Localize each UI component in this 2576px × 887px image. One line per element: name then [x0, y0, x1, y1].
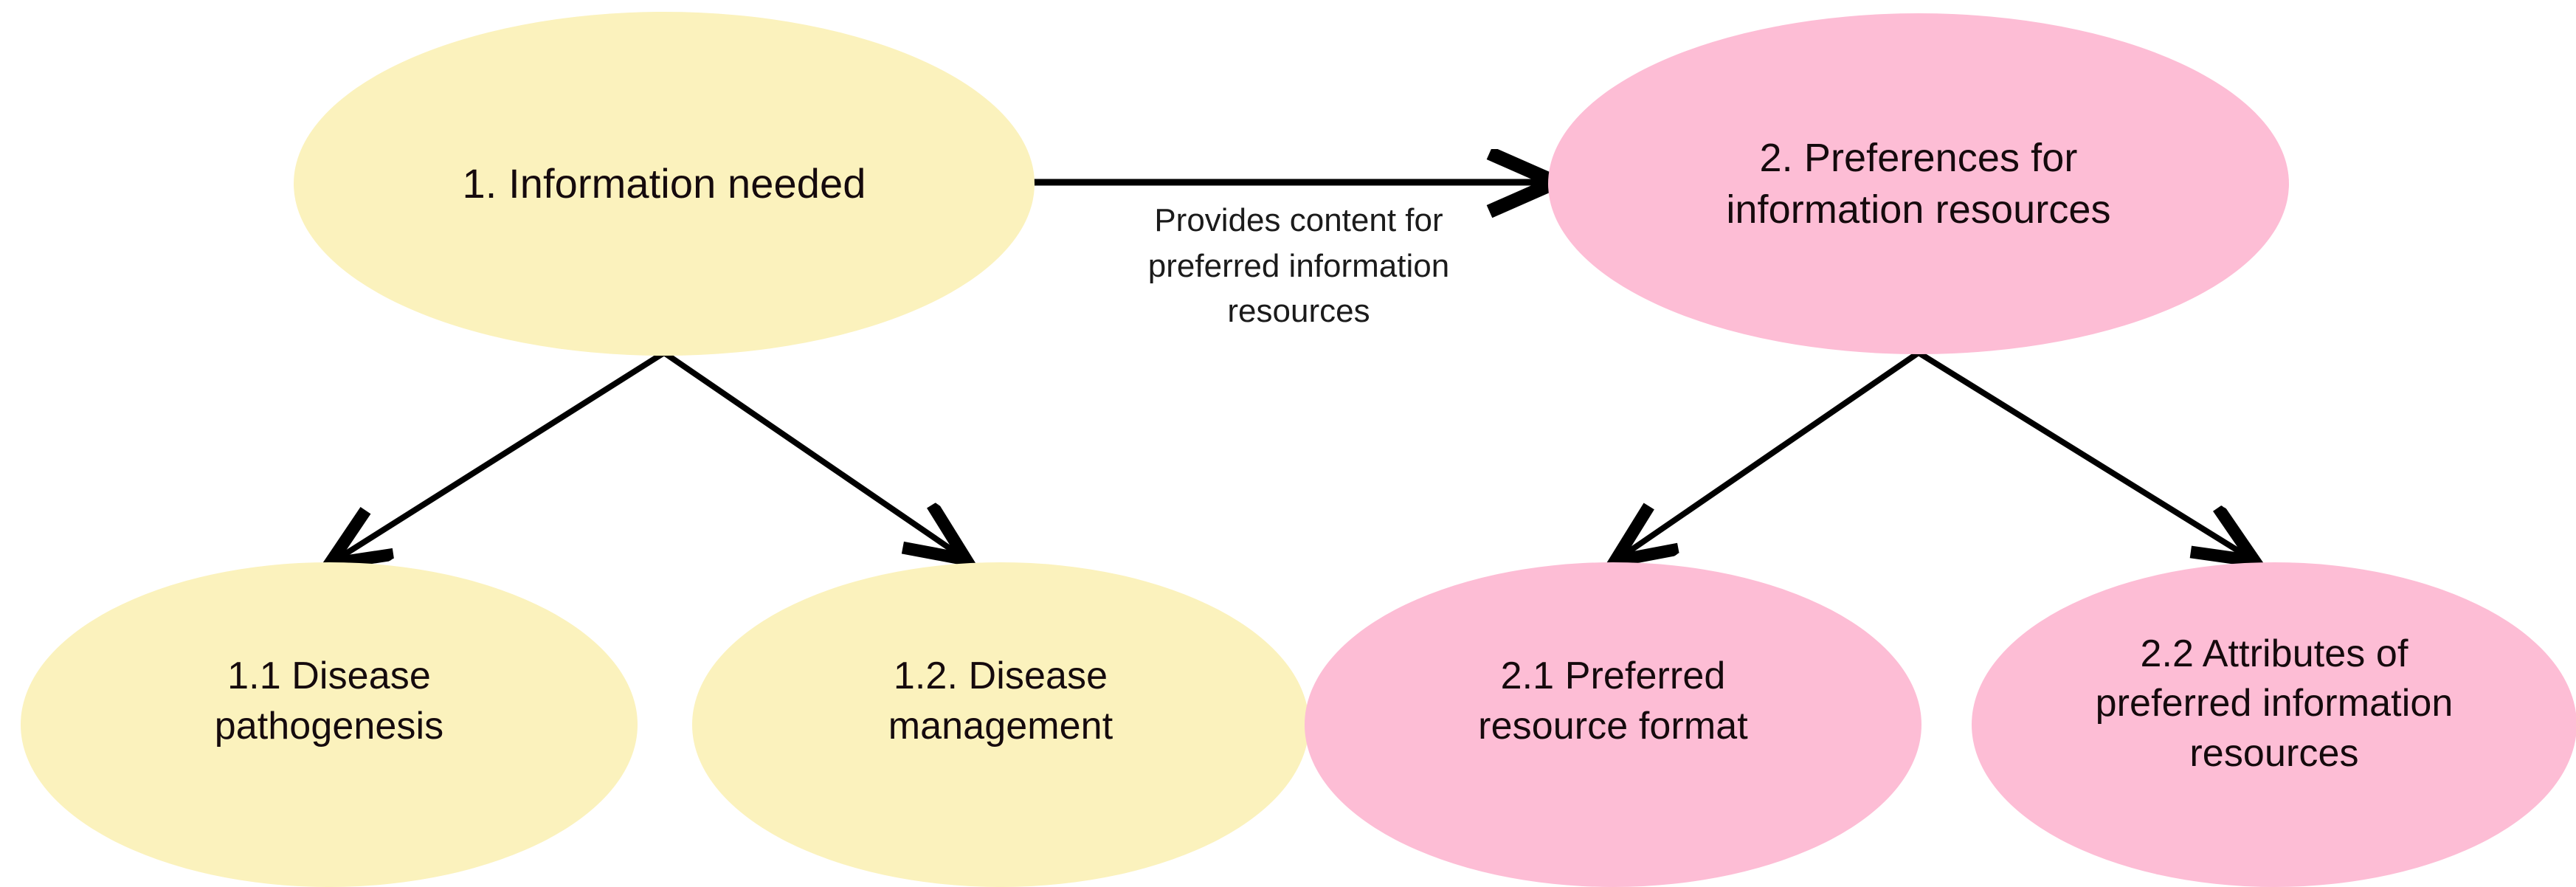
node-label-disease-pathogenesis: 1.1 Disease pathogenesis — [214, 655, 444, 748]
node-preferences-for-information-resources[interactable]: 2. Preferences for information resources — [1548, 13, 2289, 354]
node-label-preferences: 2. Preferences for information resources — [1726, 135, 2111, 232]
node-information-needed[interactable]: 1. Information needed — [294, 12, 1035, 356]
edge-info-to-management — [662, 350, 964, 558]
node-disease-pathogenesis[interactable]: 1.1 Disease pathogenesis — [21, 562, 638, 887]
edge-info-to-pathogenesis — [332, 350, 666, 562]
node-preferred-resource-format[interactable]: 2.1 Preferred resource format — [1305, 562, 1921, 887]
node-label-attributes: 2.2 Attributes of preferred information … — [2095, 632, 2454, 775]
node-attributes-of-preferred-information-resources[interactable]: 2.2 Attributes of preferred information … — [1972, 562, 2576, 887]
node-label-disease-management: 1.2. Disease management — [888, 655, 1113, 748]
node-label-preferred-resource-format: 2.1 Preferred resource format — [1478, 655, 1748, 748]
edge-label-provides-content-for: Provides content for preferred informati… — [1147, 202, 1450, 330]
node-label-information-needed: 1. Information needed — [462, 159, 866, 207]
edge-preferences-to-format — [1617, 350, 1921, 559]
edge-layer — [0, 0, 2576, 868]
edge-preferences-to-attributes — [1916, 350, 2252, 559]
node-disease-management[interactable]: 1.2. Disease management — [692, 562, 1309, 887]
